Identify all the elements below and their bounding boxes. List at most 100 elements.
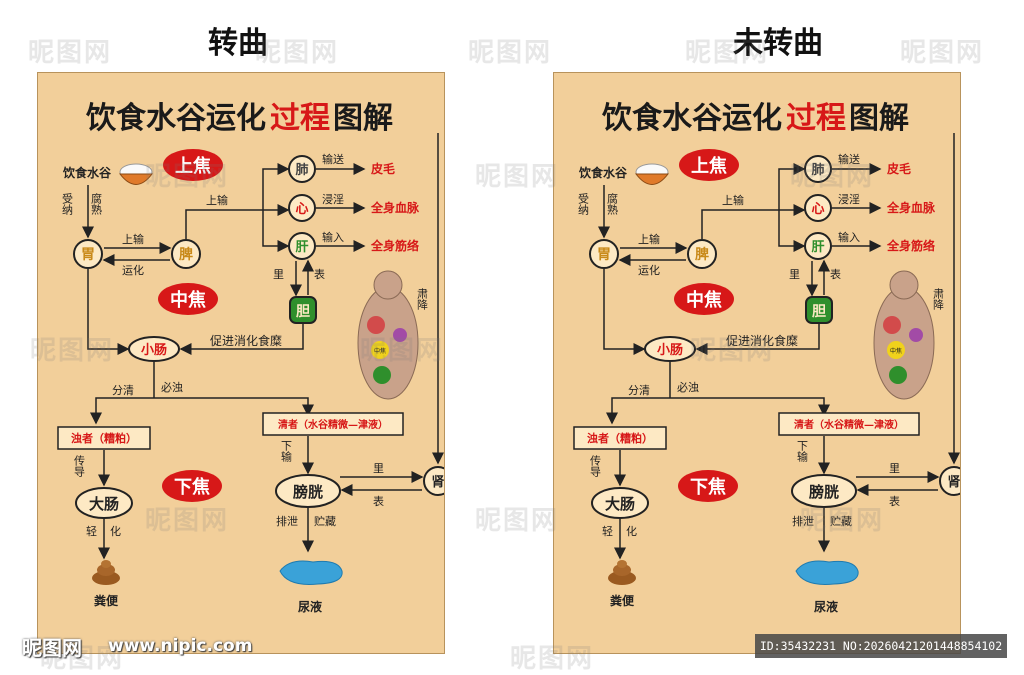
svg-text:上焦: 上焦 — [691, 155, 727, 177]
watermark: 昵图网 — [360, 336, 445, 366]
up-transport-label: 上输 — [638, 232, 660, 246]
lower-jiao-badge: 下焦 — [162, 470, 222, 502]
blood-vessels-label: 全身血脉 — [370, 200, 420, 215]
skin-hair-label: 皮毛 — [886, 161, 911, 176]
svg-text:清者（水谷精微—津液）: 清者（水谷精微—津液） — [278, 418, 388, 431]
large-intestine-node: 大肠 — [591, 487, 649, 519]
svg-text:肾: 肾 — [431, 475, 444, 490]
exterior-label: 表 — [314, 267, 325, 281]
decompose-label: 腐熟 — [606, 192, 619, 215]
kidney-node: 肾 — [423, 466, 444, 496]
descend-label: 肃降 — [416, 288, 429, 310]
tendons-label: 全身筋络 — [370, 238, 419, 253]
title-part-1: 饮食水谷运化 — [601, 101, 782, 136]
diagram-panel-right: 饮食水谷运化 过程 图解 饮食水谷 受纳 腐熟 上焦 中焦 下焦 胃 脾 上输 … — [553, 72, 961, 654]
footer-logo: 昵图网 — [22, 636, 82, 660]
watermark: 昵图网 — [145, 162, 230, 192]
left-title: 转曲 — [208, 26, 268, 61]
svg-text:大肠: 大肠 — [89, 495, 119, 513]
skin-hair-label: 皮毛 — [370, 161, 395, 176]
feces-label: 粪便 — [94, 593, 119, 608]
transform-label: 运化 — [638, 263, 660, 277]
watermark: 昵图网 — [475, 162, 560, 192]
svg-text:脾: 脾 — [179, 246, 193, 263]
watermark: 昵图网 — [255, 38, 340, 68]
food-label: 饮食水谷 — [62, 165, 112, 180]
lower-jiao-badge: 下焦 — [678, 470, 738, 502]
receive-label: 受纳 — [61, 193, 74, 216]
watermark: 昵图网 — [30, 336, 115, 366]
receive-label: 受纳 — [577, 193, 590, 216]
transform-label: 运化 — [122, 263, 144, 277]
svg-text:膀胱: 膀胱 — [809, 483, 839, 501]
watermark: 昵图网 — [28, 38, 113, 68]
svg-text:小肠: 小肠 — [141, 343, 167, 358]
middle-jiao-badge: 中焦 — [674, 283, 734, 315]
svg-text:胆: 胆 — [296, 304, 310, 320]
small-intestine-node: 小肠 — [644, 336, 696, 362]
svg-text:脾: 脾 — [695, 246, 709, 263]
watermark: 昵图网 — [900, 38, 985, 68]
svg-text:肾: 肾 — [947, 475, 960, 490]
infuse-label: 浸淫 — [322, 193, 344, 206]
pass-label: 传导 — [589, 455, 602, 477]
digest-label: 促进消化食糜 — [210, 333, 282, 348]
body-organ-figure: 中焦 — [357, 270, 419, 400]
watermark: 昵图网 — [145, 506, 230, 536]
svg-text:胃: 胃 — [81, 247, 95, 263]
svg-text:肺: 肺 — [295, 162, 308, 178]
turbid-box: 浊者（糟粕） — [57, 426, 151, 450]
tendons-label: 全身筋络 — [886, 238, 935, 253]
store-label: 贮藏 — [314, 515, 336, 528]
interior-label: 里 — [789, 268, 800, 281]
svg-text:中焦: 中焦 — [374, 347, 386, 355]
upper-jiao-badge: 上焦 — [163, 149, 223, 181]
up-transport-label: 上输 — [122, 232, 144, 246]
diagram-panel-left: 饮食水谷运化 过程 图解 饮食水谷 受纳 腐熟 上焦 中焦 下焦 胃 脾 上输 … — [37, 72, 445, 654]
svg-text:胃: 胃 — [597, 247, 611, 263]
up-transport-label-2: 上输 — [722, 193, 744, 207]
excrete-label: 必浊 — [677, 381, 699, 394]
svg-text:小肠: 小肠 — [657, 343, 683, 358]
right-title: 未转曲 — [733, 26, 823, 61]
bladder-node: 膀胱 — [275, 474, 341, 508]
liver-node: 肝 — [288, 232, 316, 260]
body-organ-figure: 中焦 — [873, 270, 935, 400]
large-intestine-node: 大肠 — [75, 487, 133, 519]
title-part-2: 过程 — [270, 101, 330, 136]
svg-text:浊者（糟粕）: 浊者（糟粕） — [587, 431, 653, 445]
liver-node: 肝 — [804, 232, 832, 260]
separate-label: 分清 — [628, 384, 650, 397]
svg-text:胆: 胆 — [812, 304, 826, 320]
svg-text:肺: 肺 — [811, 162, 824, 178]
urine-puddle-icon — [795, 560, 859, 585]
watermark: 昵图网 — [40, 644, 125, 674]
heart-node: 心 — [288, 194, 316, 222]
rice-bowl-icon — [634, 163, 670, 185]
watermark: 昵图网 — [690, 336, 775, 366]
svg-text:浊者（糟粕）: 浊者（糟粕） — [71, 431, 137, 445]
input-label: 输入 — [322, 230, 344, 244]
separate-label: 分清 — [112, 384, 134, 397]
descend-label: 肃降 — [932, 288, 945, 310]
svg-text:大肠: 大肠 — [605, 495, 635, 513]
urine-label: 尿液 — [814, 599, 838, 614]
deliver-label: 输送 — [838, 152, 860, 166]
small-intestine-node: 小肠 — [128, 336, 180, 362]
kidney-node: 肾 — [939, 466, 960, 496]
down-transport-label: 下输 — [280, 440, 293, 463]
svg-text:肝: 肝 — [811, 240, 824, 255]
store-label: 贮藏 — [830, 515, 852, 528]
footer-site: www.nipic.com — [108, 636, 253, 656]
clear-box: 清者（水谷精微—津液） — [262, 412, 404, 436]
up-transport-label-2: 上输 — [206, 193, 228, 207]
lung-node: 肺 — [804, 155, 832, 183]
svg-text:心: 心 — [295, 202, 308, 217]
watermark: 昵图网 — [510, 644, 595, 674]
gallbladder-node: 胆 — [289, 296, 317, 324]
stomach-node: 胃 — [73, 239, 103, 269]
upper-jiao-badge: 上焦 — [679, 149, 739, 181]
bladder-node: 膀胱 — [791, 474, 857, 508]
spleen-node: 脾 — [171, 239, 201, 269]
food-label: 饮食水谷 — [578, 165, 628, 180]
